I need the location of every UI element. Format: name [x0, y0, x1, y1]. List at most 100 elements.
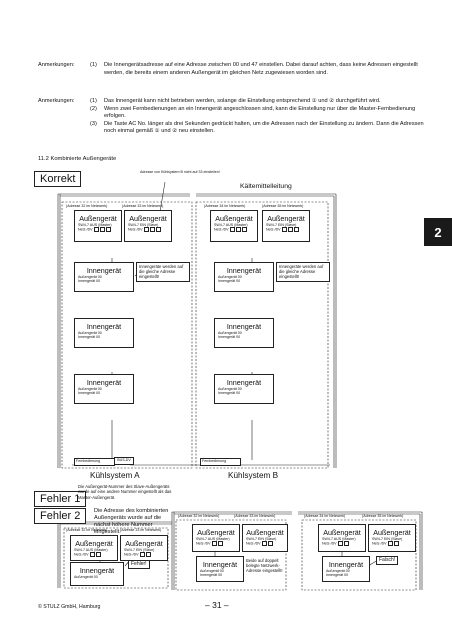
indoor-sub-1: Außengerät 00 [78, 331, 102, 335]
netz-text: Netz-/DV [322, 541, 337, 546]
dip-switch-icon [241, 227, 247, 233]
outdoor-a2-address: (Adresse 33 im Netzwerk) [122, 204, 164, 208]
outdoor-unit-b-slave: Außengerät SW4-7 EIN (Slave) Netz-/DV [262, 210, 310, 242]
indoor-sub-2: Innengerät 00 [218, 279, 241, 284]
indoor-sub-1: Außengerät 00 [78, 275, 102, 279]
fehler2-outdoor-4: Außengerät SW4-7 EIN (Slave) Netz-/DV [368, 524, 416, 552]
pipe-label: Kältemittelleitung [240, 183, 292, 190]
indoor-unit-b1: Innengerät Außengerät 00 Innengerät 00 [214, 262, 274, 292]
netz-label: Netz-/DV [322, 541, 365, 547]
fehler2-address-2: (Adresse 33 im Netzwerk) [234, 514, 276, 518]
dip-switch-icon [143, 227, 149, 233]
netz-text: Netz-/DV [78, 227, 93, 232]
dip-switch-icon [393, 541, 399, 547]
unit-title: Außengerät [197, 528, 235, 537]
netz-label: Netz-/DV [372, 541, 415, 547]
netz-label: Netz-/DV [266, 227, 309, 233]
netz-text: Netz-/DV [246, 541, 261, 546]
dip-switch-icon [89, 552, 95, 558]
outdoor-b2-address: (Adresse 35 im Netzwerk) [262, 204, 304, 208]
unit-title: Innengerät [86, 266, 122, 275]
fehler2-both-note: Beide auf doppelt belegte Netzwerk-Adres… [246, 558, 283, 574]
netz-label: Netz-/DV [196, 541, 239, 547]
unit-title: Außengerät [75, 539, 113, 548]
unit-title: Innengerät [226, 378, 262, 387]
netz-label: Netz-/DV [78, 227, 121, 233]
master-switch-label: SW4-7 AUS (Master) [74, 548, 108, 552]
indoor-unit-a2: Innengerät Außengerät 00 Innengerät 00 [74, 318, 134, 348]
netz-text: Netz-/DV [214, 227, 229, 232]
indoor-sub-1: Außengerät 00 [326, 569, 350, 573]
dip-switch-icon [211, 541, 217, 547]
unit-title: Außengerät [129, 214, 167, 223]
unit-title: Innengerät [226, 322, 262, 331]
unit-title: Innengerät [86, 378, 122, 387]
unit-title: Außengerät [267, 214, 305, 223]
fehler2-wrong-tag: Falsch! [376, 556, 399, 566]
master-switch-label: SW4-7 AUS (Master) [196, 537, 230, 541]
fehler1-outdoor2-address: (Adresse 33 im Netzwerk) [120, 528, 162, 532]
dip-switch-icon [99, 227, 105, 233]
dip-switch-icon [105, 227, 111, 233]
slave-switch-label: SW4-7 EIN (Slave) [266, 223, 297, 227]
fehler2-address-3: (Adresse 34 im Netzwerk) [304, 514, 346, 518]
indoor-sub-1: Außengerät 00 [218, 331, 242, 335]
dip-switch-icon [293, 227, 299, 233]
outdoor-unit-a-master: Außengerät SW4-7 AUS (Master) Netz-/DV [74, 210, 122, 242]
dip-switch-icon [95, 552, 101, 558]
notes-label: Anmerkungen: [38, 98, 75, 104]
callout-same-address-b: Innengeräte werden auf die gleiche Adres… [276, 262, 330, 282]
fehler1-description: Die Außengerät-Nummer des Slave-Außenger… [78, 484, 172, 500]
dip-switch-icon [261, 541, 267, 547]
slave-switch-label: SW4-7 EIN (Slave) [124, 548, 155, 552]
notes-block-2: Anmerkungen: (1) Das Innengerät kann nic… [38, 98, 436, 136]
outdoor-unit-b-master: Außengerät SW4-7 AUS (Master) Netz-/DV [210, 210, 258, 242]
note-number: (3) [90, 120, 97, 127]
unit-title: Außengerät [215, 214, 253, 223]
remote-control-a: Fernbedienung [74, 458, 115, 466]
master-switch-label: SW4-7 AUS (Master) [322, 537, 356, 541]
unit-title: Innengerät [226, 266, 262, 275]
note-text: Die Innengerätsadresse auf eine Adresse … [104, 62, 418, 76]
dip-switch-icon [235, 227, 241, 233]
fehler1-outdoor1-address: (Adresse 32 im Netzwerk) [66, 528, 108, 532]
note-number: (1) [90, 62, 97, 68]
netz-text: Netz-/DV [196, 541, 211, 546]
indoor-sub-2: Innengerät 00 [200, 573, 223, 578]
indoor-sub-2: Innengerät 00 [78, 335, 101, 340]
fehler1-indoor-unit: Innengerät Außengerät 00 [70, 562, 124, 586]
outdoor-a1-address: (Adresse 32 im Netzwerk) [66, 204, 108, 208]
chapter-tab: 2 [424, 218, 452, 246]
dip-switch-icon [387, 541, 393, 547]
master-switch-label: SW4-7 AUS (Master) [214, 223, 248, 227]
fehler2-address-1: (Adresse 32 im Netzwerk) [178, 514, 220, 518]
dip-switch-icon [343, 541, 349, 547]
indoor-sub-1: Außengerät 00 [218, 387, 242, 391]
section-title: 11.2 Kombinierte Außengeräte [38, 156, 117, 162]
korrekt-label: Korrekt [34, 171, 82, 187]
indoor-unit-b2: Innengerät Außengerät 00 Innengerät 00 [214, 318, 274, 348]
outdoor-unit-a-slave: Außengerät SW4-7 EIN (Slave) Netz-/DV [124, 210, 172, 242]
netz-text: Netz-/DV [266, 227, 281, 232]
callout-same-address-a: Innengeräte werden auf die gleiche Adres… [136, 262, 190, 282]
dip-switch-icon [229, 227, 235, 233]
unit-title: Außengerät [323, 528, 361, 537]
fehler2-indoor-2: Innengerät Außengerät 00 Innengerät 00 [322, 556, 370, 582]
outdoor-b1-address: (Adresse 34 im Netzwerk) [204, 204, 246, 208]
notes-block-1: Anmerkungen: (1) Die Innengerätsadresse … [38, 62, 436, 77]
unit-title: Außengerät [79, 214, 117, 223]
dip-switch-icon [139, 552, 145, 558]
fehler2-outdoor-3: Außengerät SW4-7 AUS (Master) Netz-/DV [318, 524, 366, 552]
dip-switch-icon [337, 541, 343, 547]
dip-switch-icon [267, 541, 273, 547]
dip-switch-icon [281, 227, 287, 233]
slave-switch-label: SW4-7 EIN (Slave) [372, 537, 403, 541]
note-text: Wenn zwei Fernbedienungen an ein Innenge… [104, 105, 416, 120]
netz-text: Netz-/DV [124, 552, 139, 557]
indoor-sub-1: Außengerät 00 [78, 387, 102, 391]
unit-title: Außengerät [373, 528, 411, 537]
dip-switch-icon [155, 227, 161, 233]
indoor-unit-b3: Innengerät Außengerät 00 Innengerät 00 [214, 374, 274, 404]
unit-title: Außengerät [125, 539, 163, 548]
fehler1-outdoor-slave: Außengerät SW4-7 EIN (Slave) Netz-/DV [120, 535, 168, 561]
